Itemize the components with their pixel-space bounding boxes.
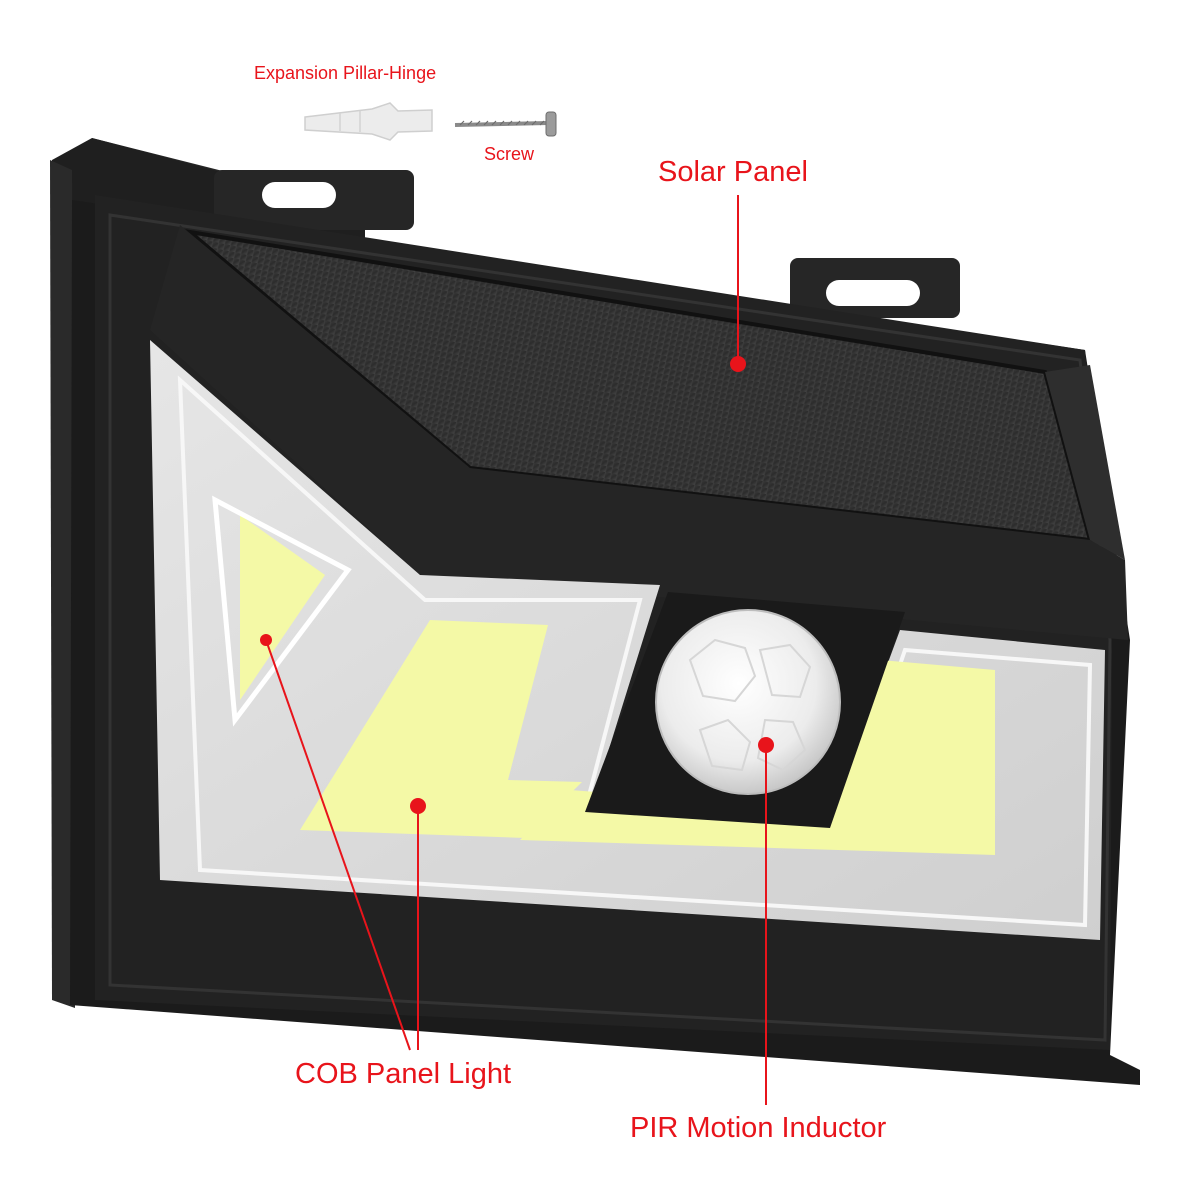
hanging-slot-left: [262, 182, 336, 208]
expansion-pillar-label: Expansion Pillar-Hinge: [254, 63, 437, 83]
cob-leader-left: [265, 639, 411, 1051]
pir-lens: [655, 609, 841, 795]
screw-icon: [454, 111, 557, 137]
pir-sensor: [585, 592, 905, 828]
pir-motion-inductor-label: PIR Motion Inductor: [630, 1112, 887, 1144]
screw-label: Screw: [484, 144, 535, 164]
pir-dot: [758, 737, 774, 753]
expansion-plug-icon: [304, 102, 433, 141]
cob-light-bottom-left: [300, 620, 582, 838]
solar-panel-dot: [730, 356, 746, 372]
cob-light-left: [240, 515, 325, 700]
callouts: [260, 195, 774, 1105]
hanging-slot-right: [826, 280, 920, 306]
cob-panel-light-label: COB Panel Light: [295, 1058, 512, 1090]
solar-panel: [150, 225, 1128, 640]
solar-panel-label: Solar Panel: [658, 156, 808, 188]
